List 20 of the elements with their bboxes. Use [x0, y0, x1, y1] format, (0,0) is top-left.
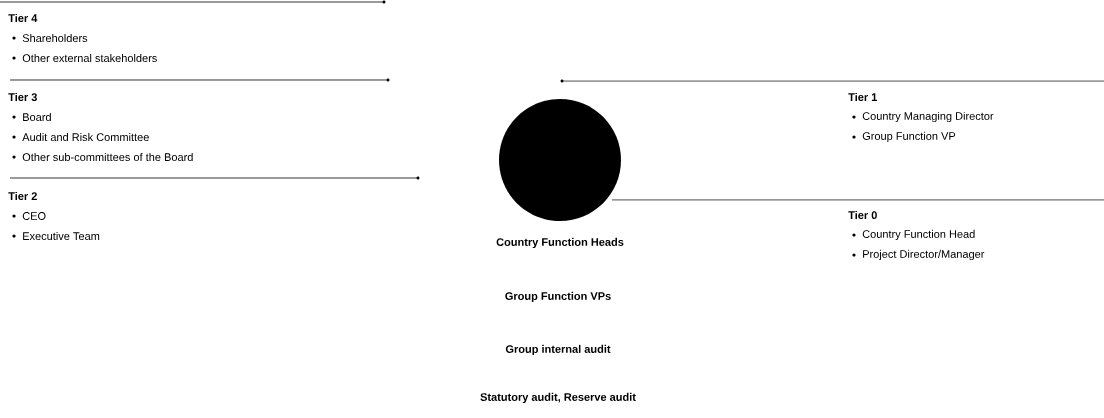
bullet-item: Other external stakeholders	[12, 53, 157, 63]
bullet-item: Executive Team	[12, 231, 100, 241]
bullet-item: Board	[12, 112, 51, 122]
bullet-item: Country Function Head	[852, 229, 975, 241]
bullet-item: Other sub-committees of the Board	[12, 152, 193, 162]
bullet-item: CEO	[12, 212, 46, 220]
arc-label: Group internal audit	[505, 344, 611, 356]
arc-label: Country Function Heads	[496, 237, 624, 249]
bullet-item: Group Function VP	[852, 131, 956, 143]
arc-label: Statutory audit, Reserve audit	[480, 392, 636, 404]
tier-heading: Tier 4	[8, 13, 38, 23]
tier-heading: Tier 0	[848, 210, 877, 220]
tier-heading: Tier 3	[8, 92, 37, 102]
arc-label: Group Function VPs	[505, 291, 611, 303]
tier-heading: Tier 2	[8, 191, 37, 201]
bullet-item: Shareholders	[12, 33, 88, 43]
bullet-item: Audit and Risk Committee	[12, 132, 149, 142]
bullet-item: Country Managing Director	[852, 111, 994, 123]
bullet-item: Project Director/Manager	[852, 249, 985, 261]
tier-heading: Tier 1	[848, 92, 877, 102]
